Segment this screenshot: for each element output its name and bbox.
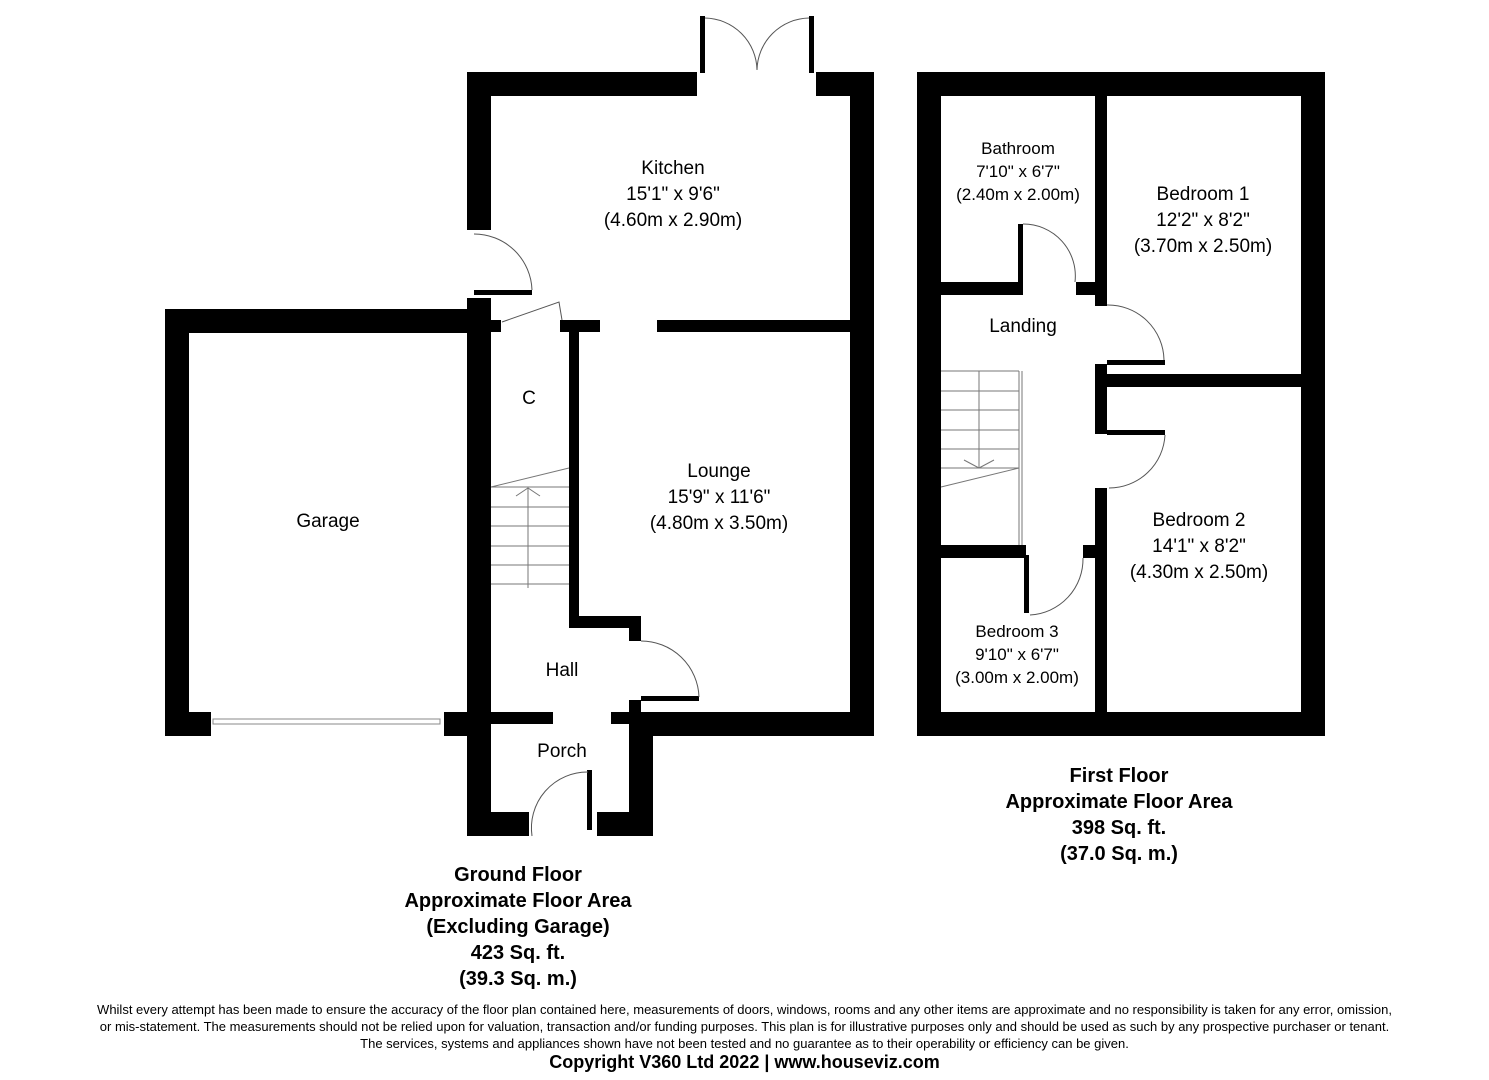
ground-floor-subtitle: Approximate Floor Area	[404, 890, 632, 912]
disclaimer-line-1: Whilst every attempt has been made to en…	[97, 1002, 1392, 1017]
bathroom-imperial: 7'10" x 6'7"	[976, 162, 1060, 181]
garage-name: Garage	[296, 511, 360, 532]
lounge-imperial: 15'9" x 11'6"	[667, 487, 771, 508]
first-floor-title: First Floor	[1069, 765, 1169, 787]
bedroom1-imperial: 12'2" x 8'2"	[1156, 210, 1250, 231]
room-label-lounge: Lounge 15'9" x 11'6" (4.80m x 3.50m)	[650, 459, 788, 537]
first-floor-walls	[917, 72, 1325, 736]
bedroom3-name: Bedroom 3	[975, 622, 1059, 641]
first-floor-fixtures	[940, 223, 1166, 616]
room-label-bedroom2: Bedroom 2 14'1" x 8'2" (4.30m x 2.50m)	[1130, 508, 1268, 586]
hall-name: Hall	[545, 660, 579, 681]
bedroom3-metric: (3.00m x 2.00m)	[955, 668, 1079, 687]
room-label-kitchen: Kitchen 15'1" x 9'6" (4.60m x 2.90m)	[604, 156, 742, 234]
porch-name: Porch	[537, 741, 587, 762]
ground-floor-walls	[165, 16, 874, 836]
room-label-bathroom: Bathroom 7'10" x 6'7" (2.40m x 2.00m)	[956, 137, 1080, 206]
lounge-metric: (4.80m x 3.50m)	[649, 513, 789, 534]
bedroom2-name: Bedroom 2	[1152, 510, 1246, 531]
bedroom2-imperial: 14'1" x 8'2"	[1152, 536, 1246, 557]
room-label-landing: Landing	[989, 314, 1057, 340]
room-label-bedroom3: Bedroom 3 9'10" x 6'7" (3.00m x 2.00m)	[955, 620, 1079, 689]
kitchen-name: Kitchen	[641, 158, 705, 179]
bedroom3-imperial: 9'10" x 6'7"	[975, 645, 1059, 664]
first-floor-subtitle: Approximate Floor Area	[1005, 791, 1233, 813]
disclaimer-line-2: or mis-statement. The measurements shoul…	[99, 1019, 1390, 1034]
bathroom-metric: (2.40m x 2.00m)	[956, 185, 1080, 204]
disclaimer: Whilst every attempt has been made to en…	[0, 1001, 1489, 1052]
first-floor-sqft: 398 Sq. ft.	[1071, 817, 1167, 839]
ground-floor-area-summary: Ground Floor Approximate Floor Area (Exc…	[404, 862, 631, 992]
ground-floor-sqft: 423 Sq. ft.	[470, 942, 566, 964]
lounge-name: Lounge	[687, 461, 751, 482]
first-floor-area-summary: First Floor Approximate Floor Area 398 S…	[1005, 763, 1232, 867]
room-label-garage: Garage	[296, 509, 359, 535]
ground-floor-sqm: (39.3 Sq. m.)	[459, 968, 577, 990]
landing-name: Landing	[989, 316, 1057, 337]
first-floor-sqm: (37.0 Sq. m.)	[1060, 843, 1178, 865]
bathroom-name: Bathroom	[981, 139, 1055, 158]
cupboard-name: C	[522, 388, 536, 409]
room-label-cupboard: C	[522, 386, 536, 412]
kitchen-imperial: 15'1" x 9'6"	[626, 184, 720, 205]
ground-floor-title: Ground Floor	[454, 864, 582, 886]
bedroom2-metric: (4.30m x 2.50m)	[1129, 562, 1269, 583]
ground-floor-fixtures	[212, 17, 810, 837]
room-label-bedroom1: Bedroom 1 12'2" x 8'2" (3.70m x 2.50m)	[1134, 182, 1272, 260]
disclaimer-line-3: The services, systems and appliances sho…	[360, 1036, 1129, 1051]
bedroom1-metric: (3.70m x 2.50m)	[1133, 236, 1273, 257]
copyright: Copyright V360 Ltd 2022 | www.houseviz.c…	[549, 1052, 940, 1072]
kitchen-metric: (4.60m x 2.90m)	[603, 210, 743, 231]
room-label-hall: Hall	[546, 658, 579, 684]
bedroom1-name: Bedroom 1	[1156, 184, 1250, 205]
room-label-porch: Porch	[537, 739, 587, 765]
ground-floor-note: (Excluding Garage)	[426, 916, 610, 938]
